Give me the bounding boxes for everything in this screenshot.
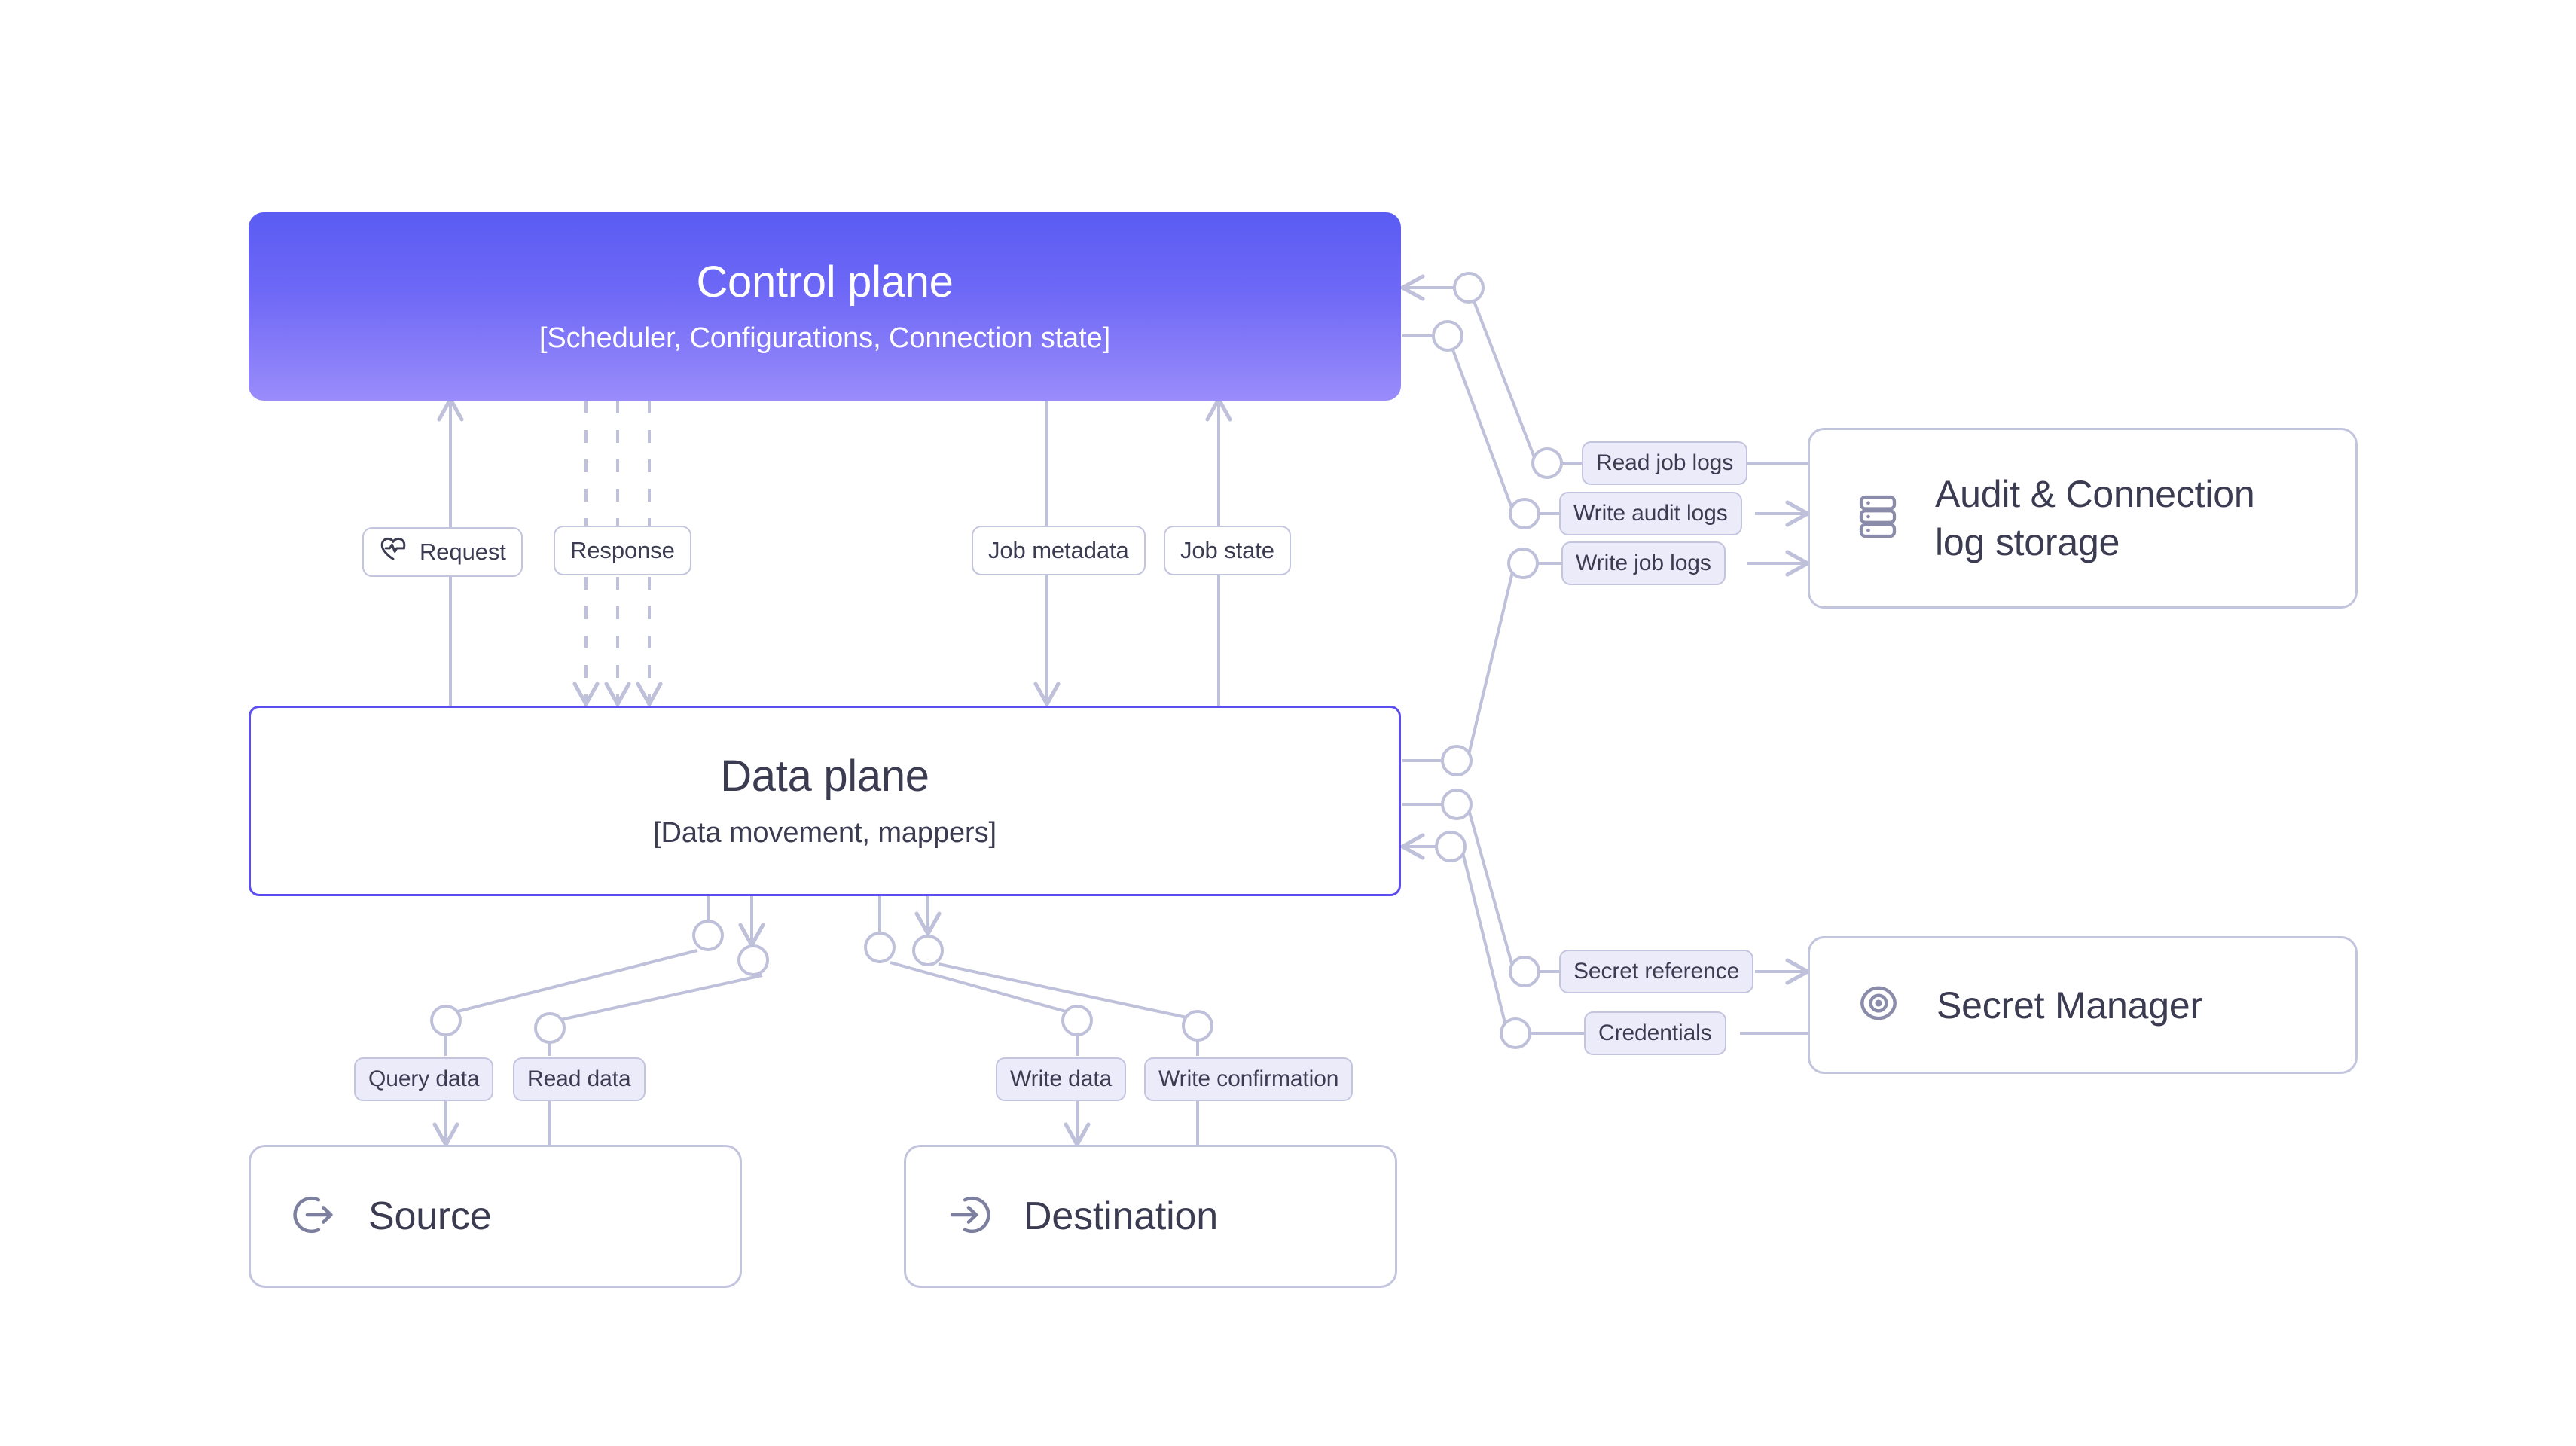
chip-read-job-logs-label: Read job logs [1596,450,1734,475]
connector-node-read-job-logs-b [1531,447,1563,479]
chip-credentials[interactable]: Credentials [1584,1011,1726,1055]
connector-node-secret-ref-a [1441,789,1473,820]
wire-confirm-diag [938,962,1191,1020]
database-stack-icon [1855,492,1900,545]
audit-log-storage-node[interactable]: Audit & Connection log storage [1808,428,2358,609]
chip-secret-reference-label: Secret reference [1573,959,1740,984]
chip-job-state-label: Job state [1180,537,1274,563]
connector-node-write-audit-logs-b [1509,498,1540,529]
connector-node-write-audit-logs-a [1432,320,1463,352]
wire-read-job-logs-diag [1467,287,1538,464]
control-plane-subtitle: [Scheduler, Configurations, Connection s… [539,322,1111,355]
connector-node-secret-ref-b [1509,956,1540,987]
log-out-icon [290,1191,338,1243]
chip-write-data-label: Write data [1010,1066,1113,1091]
data-plane-node[interactable]: Data plane [Data movement, mappers] [249,706,1401,896]
wire-write-job-logs-diag [1466,572,1514,761]
wire-write-audit-logs-diag [1446,335,1515,514]
source-node[interactable]: Source [249,1145,742,1288]
wire-write-diag [890,961,1072,1014]
connector-node-read-top [737,944,769,976]
chip-read-job-logs[interactable]: Read job logs [1582,441,1748,485]
chip-read-data[interactable]: Read data [513,1057,646,1101]
chip-request-label: Request [420,538,506,565]
wire-query-diag [451,949,698,1014]
connector-node-query-bot [430,1005,462,1036]
destination-node[interactable]: Destination [904,1145,1397,1288]
chip-write-confirmation[interactable]: Write confirmation [1144,1057,1354,1101]
control-plane-node[interactable]: Control plane [Scheduler, Configurations… [249,212,1401,401]
audit-label-line2: log storage [1935,521,2120,563]
chip-response-label: Response [570,537,675,563]
connector-node-write-job-logs-a [1441,745,1473,776]
connector-node-confirm-bot [1182,1010,1213,1042]
heart-pulse-icon [379,536,407,568]
chip-write-data[interactable]: Write data [996,1057,1127,1101]
data-plane-title: Data plane [720,752,929,801]
connector-node-credentials-b [1500,1017,1531,1049]
chip-query-data[interactable]: Query data [354,1057,494,1101]
audit-log-storage-label: Audit & Connection log storage [1935,470,2255,566]
connector-node-write-top [864,932,896,963]
connector-node-read-job-logs-a [1453,272,1485,304]
wire-read-diag [557,974,763,1022]
connector-node-confirm-top [912,935,944,966]
secret-manager-node[interactable]: Secret Manager [1808,936,2358,1074]
chip-credentials-label: Credentials [1598,1020,1712,1045]
chip-write-confirmation-label: Write confirmation [1158,1066,1339,1091]
chip-job-state[interactable]: Job state [1164,526,1291,575]
log-in-icon [945,1191,993,1243]
connector-node-query-top [692,920,724,951]
control-plane-title: Control plane [696,257,954,307]
secret-manager-label: Secret Manager [1937,984,2202,1027]
chip-write-job-logs-label: Write job logs [1576,551,1711,575]
chip-request[interactable]: Request [362,527,523,577]
connector-node-write-bot [1061,1005,1093,1036]
audit-label-line1: Audit & Connection [1935,473,2255,515]
connector-node-credentials-a [1435,831,1467,862]
destination-label: Destination [1024,1194,1218,1238]
connector-node-read-bot [534,1012,566,1044]
wire-secret-ref-diag [1466,804,1515,972]
connector-node-write-job-logs-b [1507,548,1539,579]
chip-write-audit-logs[interactable]: Write audit logs [1559,492,1742,535]
chip-query-data-label: Query data [368,1066,480,1091]
eye-target-icon [1855,980,1902,1030]
chip-secret-reference[interactable]: Secret reference [1559,950,1754,993]
source-label: Source [368,1194,492,1238]
wire-credentials-diag [1460,846,1506,1023]
chip-read-data-label: Read data [527,1066,631,1091]
chip-job-metadata[interactable]: Job metadata [972,526,1146,575]
chip-write-audit-logs-label: Write audit logs [1573,501,1728,526]
chip-job-metadata-label: Job metadata [988,537,1129,563]
chip-write-job-logs[interactable]: Write job logs [1561,541,1726,585]
data-plane-subtitle: [Data movement, mappers] [653,816,997,849]
chip-response[interactable]: Response [554,526,691,575]
